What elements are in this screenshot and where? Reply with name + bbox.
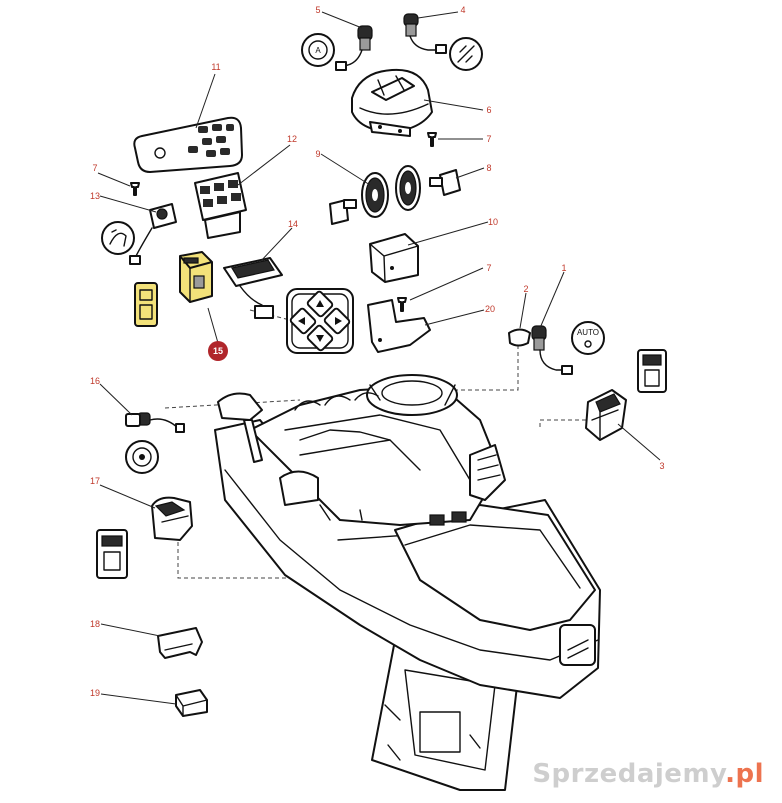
callout-20: 20 (485, 304, 495, 314)
part-18-cap (157, 627, 203, 659)
callout-15: 15 (213, 346, 223, 356)
callout-11: 11 (211, 62, 220, 72)
assembly-guide-lines (164, 309, 600, 579)
console-body (214, 374, 601, 791)
part-4-connector (403, 13, 483, 71)
part-13-symbol-icon (101, 221, 135, 255)
callout-9: 9 (315, 149, 320, 159)
part-20-bracket-plate (367, 299, 431, 353)
callout-7-right: 7 (486, 263, 491, 273)
part-2-plug (508, 328, 531, 347)
part-16-switch (125, 412, 185, 474)
callout-16: 16 (90, 376, 100, 386)
callout-10: 10 (488, 217, 498, 227)
watermark-suffix: .pl (725, 759, 764, 789)
part-7-screws (130, 132, 437, 312)
callout-7-left: 7 (92, 163, 97, 173)
part-3-rocker-switch (585, 349, 667, 441)
callout-labels: 5 4 6 7 11 12 7 13 9 8 10 14 7 20 2 1 3 … (90, 5, 665, 698)
callout-18: 18 (90, 619, 100, 629)
callout-13: 13 (90, 191, 100, 201)
callout-2: 2 (523, 284, 528, 294)
watermark-text: Sprzedajemy (532, 759, 726, 789)
part-1-auto-icon (571, 321, 605, 355)
part-17-rocker-switch (96, 496, 193, 579)
auto-icon-text: AUTO (577, 328, 599, 337)
callout-19: 19 (90, 688, 100, 698)
watermark: Sprzedajemy.pl (532, 759, 764, 789)
part-19-block (175, 689, 208, 717)
part-11-cover-plate (133, 116, 243, 173)
callout-3: 3 (659, 461, 664, 471)
part-8-potentiometer (395, 165, 461, 211)
auto-symbol-text: A (315, 46, 321, 55)
callout-8: 8 (486, 163, 491, 173)
part-15-highlighted-switch (134, 251, 213, 327)
callout-12: 12 (287, 134, 297, 144)
callout-5: 5 (315, 5, 320, 15)
part-6-housing (351, 68, 433, 137)
part-1-connector: AUTO (531, 321, 605, 375)
part-5-auto-icon (301, 33, 335, 67)
part-14-control-module (223, 257, 354, 354)
callout-15-badge (208, 341, 228, 361)
part-13-knob (101, 203, 177, 265)
callout-14: 14 (288, 219, 298, 229)
callout-6: 6 (486, 105, 491, 115)
callout-7-top: 7 (486, 134, 491, 144)
callout-1: 1 (561, 263, 566, 273)
part-9-potentiometer (329, 172, 389, 225)
leader-lines (97, 11, 661, 705)
callout-4: 4 (460, 5, 465, 15)
part-12-switch-block (194, 172, 247, 239)
part-5-connector: A (301, 25, 373, 71)
part-10-bracket (369, 233, 419, 283)
callout-17: 17 (90, 476, 100, 486)
